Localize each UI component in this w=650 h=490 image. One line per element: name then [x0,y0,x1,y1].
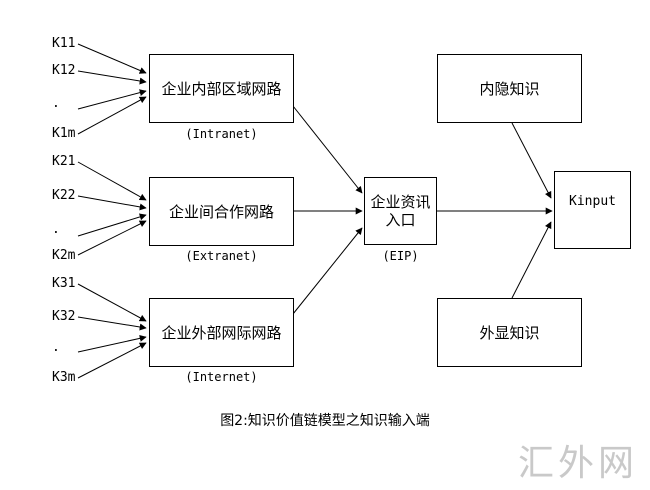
input-label: K12 [52,63,76,78]
arrow-k2-dot [77,213,147,237]
kinput-box: Kinput [554,171,631,249]
extranet-box: 企业间合作网路 [149,177,294,246]
explicit-knowledge-label: 外显知识 [479,323,540,342]
eip-label-line2: 入口 [385,211,416,229]
input-label: K21 [52,154,76,169]
input-label: K22 [52,188,76,203]
arrow-intranet-eip [292,105,363,194]
tacit-knowledge-box: 内隐知识 [437,54,582,123]
extranet-sublabel: (Extranet) [185,249,258,263]
arrow-k11 [77,43,147,74]
arrow-k12 [77,70,147,85]
intranet-label: 企业内部区域网路 [161,79,282,98]
intranet-sublabel: (Intranet) [185,127,258,141]
input-label: K11 [52,36,76,51]
watermark-logo: 汇外网 [517,443,638,484]
input-label: K2m [52,248,76,263]
input-ellipsis: . [52,222,60,237]
figure-caption: 图2:知识价值链模型之知识输入端 [220,413,430,429]
intranet-box: 企业内部区域网路 [149,54,294,123]
eip-sublabel: (EIP) [382,249,419,263]
eip-box: 企业资讯 入口 [364,177,437,245]
internet-box: 企业外部网际网路 [149,298,294,367]
input-label: K3m [52,370,76,385]
arrow-k1-dot [77,89,147,110]
arrow-k3-dot [77,334,147,353]
input-ellipsis: . [52,96,60,111]
extranet-label: 企业间合作网路 [168,202,274,221]
kinput-label: Kinput [569,194,616,209]
arrow-k22 [77,195,147,211]
arrow-k2m [77,220,147,256]
arrow-explicit-kinput [511,221,552,299]
arrow-internet-eip [292,227,363,315]
arrow-k32 [77,316,147,331]
arrow-k1m [77,96,147,135]
input-label: K31 [52,276,76,291]
input-label: K32 [52,309,76,324]
arrow-k3m [77,342,147,379]
input-ellipsis: . [52,340,60,355]
explicit-knowledge-box: 外显知识 [437,298,582,367]
arrow-k31 [77,283,147,322]
tacit-knowledge-label: 内隐知识 [479,79,540,98]
arrow-k21 [77,161,147,201]
arrow-tacit-kinput [511,122,552,199]
input-label: K1m [52,126,76,141]
internet-label: 企业外部网际网路 [161,323,282,342]
internet-sublabel: (Internet) [185,370,258,384]
eip-label-line1: 企业资讯 [370,193,431,211]
